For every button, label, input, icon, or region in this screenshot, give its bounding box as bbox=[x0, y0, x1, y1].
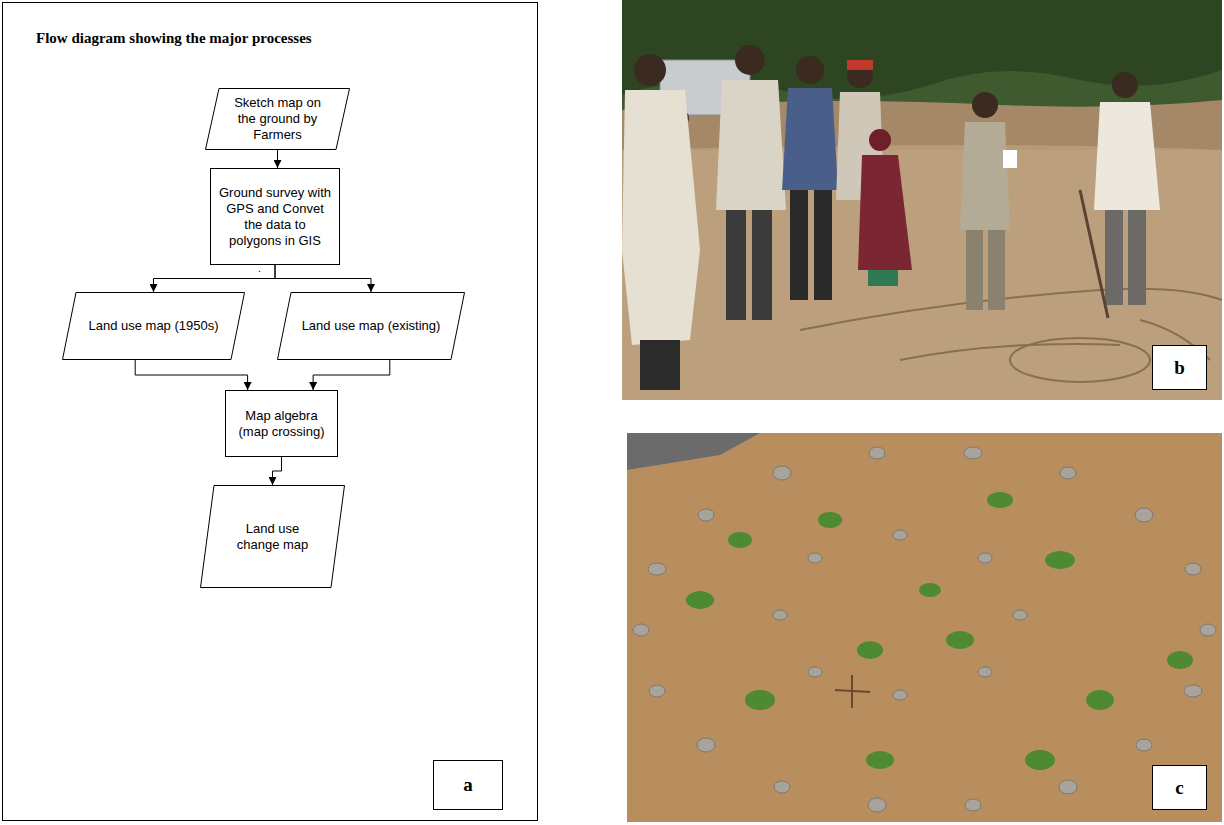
flow-arrow bbox=[154, 265, 276, 292]
panel-letter-box: b bbox=[1152, 345, 1207, 390]
panel-letter-box: a bbox=[433, 760, 503, 810]
diagram-title: Flow diagram showing the major processes bbox=[36, 30, 312, 47]
flow-arrow bbox=[135, 360, 247, 390]
flow-arrow bbox=[275, 265, 371, 292]
process-box: Map algebra (map crossing) bbox=[225, 390, 338, 457]
process-box: Ground survey with GPS and Convet the da… bbox=[210, 168, 340, 265]
flow-arrow bbox=[277, 150, 278, 168]
io-parallelogram: Land use change map bbox=[200, 485, 345, 588]
io-parallelogram: Land use map (1950s) bbox=[62, 292, 245, 360]
node-text: Land use map (existing) bbox=[301, 318, 441, 334]
ground-sketch-photo bbox=[627, 433, 1222, 822]
parallelogram-shape bbox=[63, 293, 245, 360]
panel-letter: b bbox=[1160, 357, 1199, 379]
node-text: Ground survey with GPS and Convet the da… bbox=[218, 185, 332, 249]
io-parallelogram: Sketch map on the ground by Farmers bbox=[205, 88, 350, 150]
parallelogram-shape bbox=[278, 293, 465, 360]
panel-letter-box: c bbox=[1152, 765, 1207, 810]
parallelogram-shape bbox=[206, 89, 350, 150]
node-text: Land use map (1950s) bbox=[86, 318, 221, 334]
field-photo bbox=[622, 0, 1222, 400]
parallelogram-shape bbox=[201, 486, 345, 588]
flow-arrow bbox=[313, 360, 390, 390]
node-text: Land use change map bbox=[224, 521, 321, 553]
io-parallelogram: Land use map (existing) bbox=[277, 292, 465, 360]
panel-letter: a bbox=[441, 774, 495, 796]
panel-letter: c bbox=[1160, 777, 1199, 799]
node-text: Map algebra (map crossing) bbox=[233, 408, 330, 440]
panel-frame bbox=[3, 3, 538, 821]
node-text: Sketch map on the ground by Farmers bbox=[229, 95, 326, 143]
flow-arrow bbox=[273, 457, 282, 485]
